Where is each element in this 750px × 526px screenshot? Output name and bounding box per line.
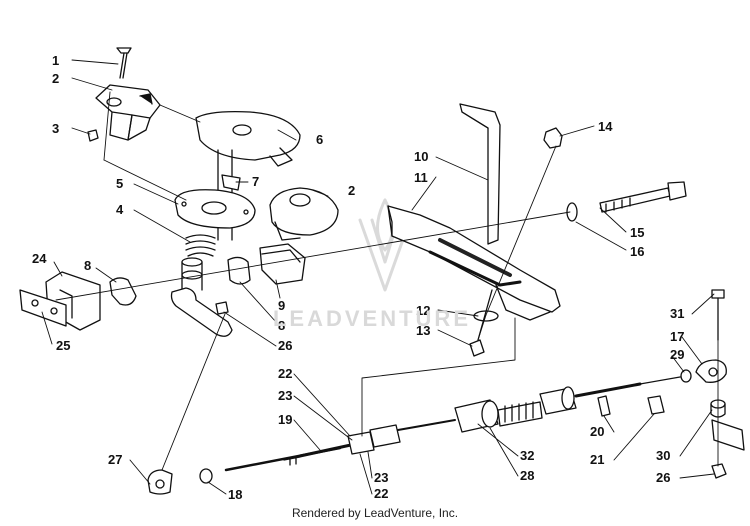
part-8-bushing-a xyxy=(109,277,137,306)
callout-4: 4 xyxy=(116,202,124,217)
part-26-right-nut xyxy=(711,463,727,479)
part-1-screw xyxy=(116,47,132,79)
callout-21: 21 xyxy=(590,452,604,467)
callout-32: 32 xyxy=(520,448,534,463)
callout-11: 11 xyxy=(414,170,428,185)
callout-30: 30 xyxy=(656,448,670,463)
leader-lines xyxy=(41,59,715,495)
watermark-text: LEADVENTURE xyxy=(272,306,471,331)
part-2-bushing xyxy=(269,187,339,241)
callout-19: 19 xyxy=(278,412,292,427)
callout-1: 1 xyxy=(52,53,59,68)
callout-8b: 8 xyxy=(278,318,285,333)
cable-assembly xyxy=(224,376,681,472)
part-6-plate xyxy=(195,110,301,167)
callout-18: 18 xyxy=(228,487,242,502)
callout-8a: 8 xyxy=(84,258,91,273)
part-18-nut xyxy=(199,468,213,484)
part-29-nut xyxy=(680,369,692,383)
part-25-plate xyxy=(19,289,67,327)
callout-5: 5 xyxy=(116,176,123,191)
callout-labels: 1 2 3 6 7 2 5 4 8 24 25 9 8 26 10 11 14 … xyxy=(32,53,684,502)
part-30-spacer xyxy=(710,399,745,451)
part-27-rod-end xyxy=(147,469,173,495)
callout-25: 25 xyxy=(56,338,70,353)
callout-10: 10 xyxy=(414,149,428,164)
callout-24: 24 xyxy=(32,251,47,266)
callout-31: 31 xyxy=(670,306,684,321)
callout-12: 12 xyxy=(416,303,430,318)
part-16-washer xyxy=(566,202,578,222)
callout-26a: 26 xyxy=(278,338,292,353)
callout-28: 28 xyxy=(520,468,534,483)
callout-13: 13 xyxy=(416,323,430,338)
part-2-mount-block xyxy=(95,84,161,141)
callout-9: 9 xyxy=(278,298,285,313)
callout-15: 15 xyxy=(630,225,644,240)
callout-27: 27 xyxy=(108,452,122,467)
callout-2b: 2 xyxy=(348,183,355,198)
callout-23b: 23 xyxy=(374,470,388,485)
part-15-bolt xyxy=(599,181,687,213)
callout-16: 16 xyxy=(630,244,644,259)
footer-credit: Rendered by LeadVenture, Inc. xyxy=(291,506,459,520)
callout-2: 2 xyxy=(52,71,59,86)
part-26-nut xyxy=(215,301,229,315)
callout-20: 20 xyxy=(590,424,604,439)
part-8-bushing-b xyxy=(227,256,251,285)
callout-7: 7 xyxy=(252,174,259,189)
callout-22a: 22 xyxy=(278,366,292,381)
part-13-bolt xyxy=(469,289,493,357)
callout-26b: 26 xyxy=(656,470,670,485)
callout-14: 14 xyxy=(598,119,613,134)
part-17-rod-end xyxy=(695,359,727,383)
callout-29: 29 xyxy=(670,347,684,362)
callout-22b: 22 xyxy=(374,486,388,501)
assembly-lines xyxy=(55,91,719,471)
callout-3: 3 xyxy=(52,121,59,136)
part-3-nut xyxy=(87,129,99,142)
callout-6: 6 xyxy=(316,132,323,147)
callout-17: 17 xyxy=(670,329,684,344)
part-11-lever xyxy=(387,205,561,321)
part-9-bushing xyxy=(259,243,306,285)
part-10-pedal xyxy=(459,103,501,245)
part-14-nut xyxy=(543,127,563,149)
part-4-spring xyxy=(185,234,216,257)
callout-23a: 23 xyxy=(278,388,292,403)
part-5-flange xyxy=(174,189,256,229)
